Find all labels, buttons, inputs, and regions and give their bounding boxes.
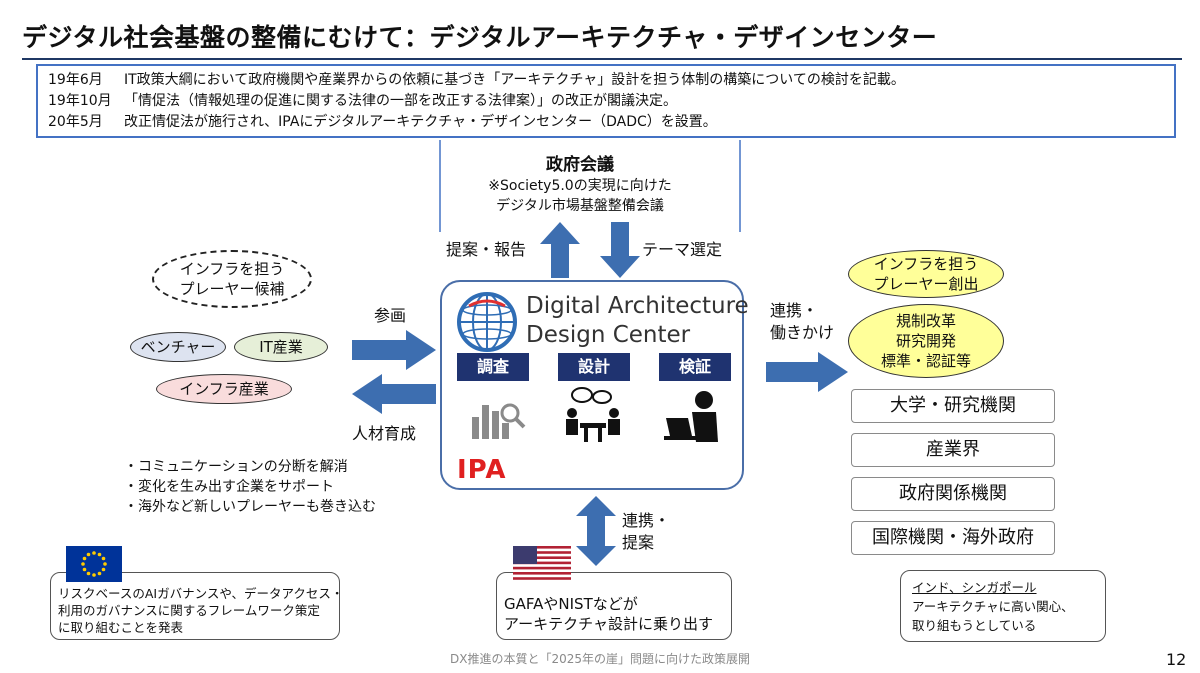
title-divider — [22, 58, 1182, 60]
timeline-date: 19年10月 — [48, 93, 112, 109]
label-line: 連携・ — [622, 511, 671, 530]
ellipse-line: 研究開発 — [895, 332, 956, 350]
ellipse-line: プレーヤー創出 — [873, 275, 979, 293]
page-title: デジタル社会基盤の整備にむけて：デジタルアーキテクチャ・デザインセンター — [22, 23, 938, 52]
note-heading: インド、シンガポール — [912, 580, 1037, 595]
dadc-name: Digital Architecture Design Center — [526, 292, 749, 350]
timeline-box: 19年6月 IT政策大綱において政府機関や産業界からの依頼に基づき「アーキテクチ… — [36, 64, 1176, 138]
arrow-left-icon — [352, 374, 436, 414]
label-line: 働きかけ — [770, 323, 835, 342]
dadc-globe-logo — [457, 292, 517, 352]
ellipse-line: インフラを担う — [179, 260, 285, 278]
note-line: アーキテクチャ設計に乗り出す — [504, 615, 713, 633]
arrow-up-icon — [540, 222, 580, 278]
ipa-logo: IPA — [457, 455, 507, 485]
timeline-date: 19年6月 — [48, 72, 103, 88]
ellipse-line: インフラを担う — [873, 255, 979, 273]
dadc-name-line: Design Center — [526, 322, 691, 348]
asia-note-text: インド、シンガポール アーキテクチャに高い関心、 取り組もうとしている — [912, 578, 1074, 635]
us-note-box — [496, 572, 732, 640]
government-agency-box: 政府関係機関 — [851, 477, 1055, 511]
arrow-updown-icon — [576, 496, 616, 566]
subtitle-line: ※Society5.0の実現に向けた — [488, 178, 672, 194]
timeline-row: 19年6月 IT政策大綱において政府機関や産業界からの依頼に基づき「アーキテクチ… — [48, 70, 1164, 91]
benefit-list: ・コミュニケーションの分断を解消 ・変化を生み出す企業をサポート ・海外など新し… — [124, 457, 376, 517]
regulation-reform-ellipse: 規制改革 研究開発 標準・認証等 — [848, 304, 1004, 378]
design-tag: 設計 — [558, 353, 630, 381]
player-candidate-ellipse: インフラを担う プレーヤー候補 — [152, 250, 312, 308]
theme-selection-label: テーマ選定 — [642, 240, 723, 259]
arrow-right-icon — [352, 330, 436, 370]
page-number: 12 — [1166, 650, 1187, 669]
timeline-row: 19年10月 「情促法（情報処理の促進に関する法律の一部を改正する法律案）」の改… — [48, 91, 1164, 112]
timeline-date: 20年5月 — [48, 114, 103, 130]
it-industry-ellipse: IT産業 — [234, 332, 328, 362]
talent-development-label: 人材育成 — [352, 424, 417, 443]
cooperation-proposal-label: 連携・ 提案 — [622, 510, 670, 554]
meeting-icon — [566, 387, 620, 442]
label-line: 提案 — [622, 533, 655, 552]
government-meeting-subtitle: ※Society5.0の実現に向けた デジタル市場基盤整備会議 — [450, 176, 710, 216]
survey-tag: 調査 — [457, 353, 529, 381]
cooperation-label: 連携・ 働きかけ — [770, 300, 834, 344]
timeline-text: IT政策大綱において政府機関や産業界からの依頼に基づき「アーキテクチャ」設計を担… — [124, 72, 905, 88]
analysis-chart-icon — [472, 403, 526, 439]
ellipse-line: 標準・認証等 — [880, 352, 971, 370]
ellipse-line: 規制改革 — [895, 312, 956, 330]
player-creation-ellipse: インフラを担う プレーヤー創出 — [848, 250, 1004, 298]
arrow-right-icon — [766, 352, 848, 392]
list-item: ・海外など新しいプレーヤーも巻き込む — [124, 499, 376, 515]
subtitle-line: デジタル市場基盤整備会議 — [496, 198, 664, 214]
list-item: ・コミュニケーションの分断を解消 — [124, 459, 348, 475]
university-box: 大学・研究機関 — [851, 389, 1055, 423]
note-line: アーキテクチャに高い関心、 — [912, 599, 1074, 614]
note-line: GAFAやNISTなどが — [504, 595, 638, 613]
proposal-report-label: 提案・報告 — [446, 240, 527, 259]
venture-ellipse: ベンチャー — [130, 332, 226, 362]
label-line: 連携・ — [770, 301, 819, 320]
note-line: に取り組むことを発表 — [58, 620, 184, 635]
verification-tag: 検証 — [659, 353, 731, 381]
participation-label: 参画 — [374, 306, 407, 325]
timeline-text: 「情促法（情報処理の促進に関する法律の一部を改正する法律案）」の改正が閣議決定。 — [124, 93, 677, 109]
note-line: リスクベースのAIガバナンスや、データアクセス・ — [58, 586, 344, 601]
eu-note-box — [50, 572, 340, 640]
asia-note-box — [900, 570, 1106, 642]
us-note-text: GAFAやNISTなどが アーキテクチャ設計に乗り出す — [504, 594, 713, 634]
us-flag-icon — [513, 546, 571, 580]
dadc-name-line: Digital Architecture — [526, 293, 749, 319]
industry-box: 産業界 — [851, 433, 1055, 467]
note-line: 取り組もうとしている — [912, 618, 1037, 633]
arrow-down-icon — [600, 222, 640, 278]
laptop-user-icon — [664, 391, 718, 442]
eu-flag-icon — [66, 546, 122, 582]
timeline-text: 改正情促法が施行され、IPAにデジタルアーキテクチャ・デザインセンター（DADC… — [124, 114, 717, 130]
government-meeting-title: 政府会議 — [546, 155, 614, 175]
timeline-row: 20年5月 改正情促法が施行され、IPAにデジタルアーキテクチャ・デザインセンタ… — [48, 112, 1164, 133]
international-box: 国際機関・海外政府 — [851, 521, 1055, 555]
infra-industry-ellipse: インフラ産業 — [156, 374, 292, 404]
list-item: ・変化を生み出す企業をサポート — [124, 479, 334, 495]
note-line: 利用のガバナンスに関するフレームワーク策定 — [58, 603, 320, 618]
eu-note-text: リスクベースのAIガバナンスや、データアクセス・ 利用のガバナンスに関するフレー… — [58, 585, 343, 636]
ellipse-line: プレーヤー候補 — [179, 280, 285, 298]
footer-text: DX推進の本質と「2025年の崖」問題に向けた政策展開 — [449, 652, 750, 666]
